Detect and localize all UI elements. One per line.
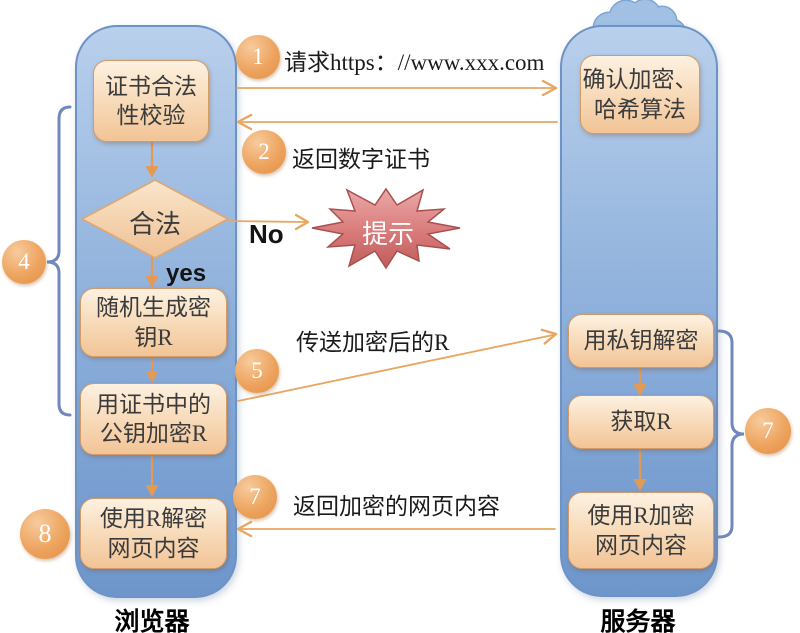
step-badge-7-left: 7 [233,475,277,519]
node-cert-check-line2: 性校验 [116,103,186,128]
node-obtain-r-label: 获取R [610,409,672,435]
node-encrypt-content-line2: 网页内容 [595,532,687,558]
decision-yes-label: yes [166,260,207,287]
node-generate-key: 随机生成密 钥R [80,288,227,357]
step-badge-4: 4 [2,240,46,284]
node-encrypt-with-pubkey-line1: 用证书中的 [96,391,211,417]
decision-no-label: No [249,219,284,249]
decision-label: 合法 [128,210,181,239]
alert-star [311,187,461,270]
node-decrypt-content-line1: 使用R解密 [99,506,208,532]
alert-label: 提示 [361,220,414,249]
server-lane-label: 服务器 [600,608,676,633]
step-badge-1: 1 [236,35,280,79]
node-confirm-cipher-line2: 哈希算法 [594,96,686,122]
node-obtain-r: 获取R [568,395,714,449]
decision-diamond [80,178,230,260]
node-encrypt-with-pubkey: 用证书中的 公钥加密R [80,383,227,455]
message-1-text: 请求https：//www.xxx.com [284,50,545,75]
node-cert-check-line1: 证书合法 [105,73,197,99]
node-generate-key-line1: 随机生成密 [96,295,211,321]
message-7-text: 返回加密的网页内容 [293,494,500,519]
step-badge-8: 8 [20,509,70,559]
step-badge-5: 5 [235,349,279,393]
message-5-text: 传送加密后的R [296,330,450,355]
left-brace [46,105,72,417]
node-confirm-cipher: 确认加密、 哈希算法 [580,55,700,134]
node-confirm-cipher-line1: 确认加密、 [582,67,698,93]
node-encrypt-content-line1: 使用R加密 [587,503,695,529]
node-decrypt-content: 使用R解密 网页内容 [80,498,227,569]
right-brace [717,329,745,539]
browser-lane-label: 浏览器 [114,608,190,633]
node-encrypt-with-pubkey-line2: 公钥加密R [99,421,208,446]
step-badge-7-right: 7 [745,408,791,454]
node-decrypt-privkey: 用私钥解密 [568,314,714,368]
message-2-text: 返回数字证书 [292,147,430,172]
message-arrows [228,79,558,538]
node-decrypt-privkey-label: 用私钥解密 [583,328,699,354]
node-encrypt-content: 使用R加密 网页内容 [568,492,714,569]
node-decrypt-content-line2: 网页内容 [107,535,200,561]
node-generate-key-line2: 钥R [134,324,173,350]
step-badge-2: 2 [242,130,286,174]
flow-arrows [145,138,647,497]
node-cert-check: 证书合法 性校验 [93,60,209,142]
